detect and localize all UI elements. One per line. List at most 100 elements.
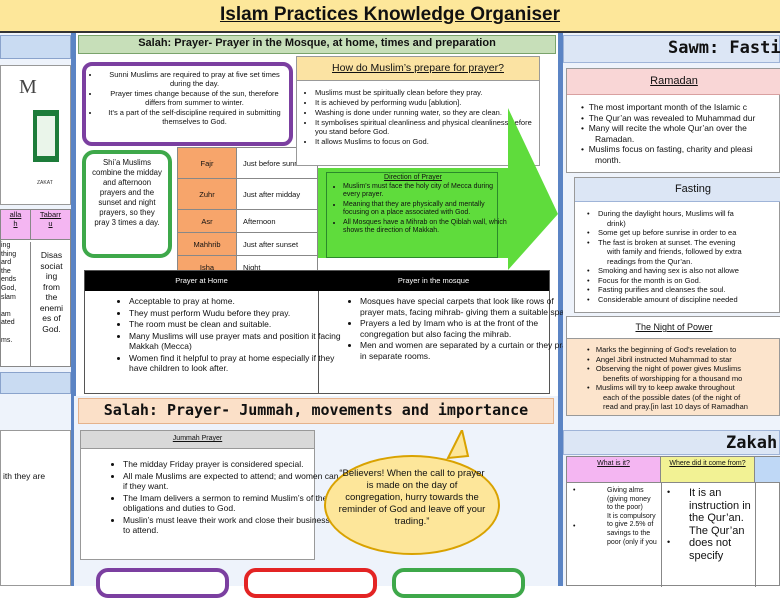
home-mosque-table: Prayer at Home Prayer in the mosque Acce… bbox=[84, 270, 575, 394]
sunni-list: Sunni Muslims are required to pray at fi… bbox=[86, 70, 289, 126]
night-line: • Marks the beginning of God’s revelatio… bbox=[587, 345, 737, 354]
how-prepare-box: How do Muslim’s prepare for prayer? Musl… bbox=[296, 56, 540, 166]
home-item: The room must be clean and suitable. bbox=[129, 319, 347, 330]
left-strip-header bbox=[0, 35, 71, 59]
zakah-bullet: • bbox=[667, 487, 671, 497]
how-prepare-list: Muslims must be spiritually clean before… bbox=[303, 88, 543, 147]
fasting-line: • Some get up before sunrise in order to… bbox=[587, 228, 737, 237]
jummah-list: The midday Friday prayer is considered s… bbox=[89, 459, 343, 537]
jummah-item: The Imam delivers a sermon to remind Mus… bbox=[123, 493, 343, 514]
fasting-line: • The fast is broken at sunset. The even… bbox=[587, 237, 736, 247]
ramadan-title-bar bbox=[567, 69, 780, 95]
direction-box: Direction of Prayer Muslim’s must face t… bbox=[326, 172, 507, 258]
fasting-title: Fasting bbox=[674, 183, 712, 195]
salah-prep-header-bar bbox=[78, 35, 556, 54]
left-col2-head: Tabarr u bbox=[31, 210, 70, 240]
mosque-list: Mosques have special carpets that look l… bbox=[326, 296, 578, 362]
prayer-time: Just after midday bbox=[236, 178, 318, 210]
green-box-bottom bbox=[392, 568, 525, 598]
sunni-box: Sunni Muslims are required to pray at fi… bbox=[82, 62, 293, 146]
left-col1-text: ing thing ard the ends God, slam am ated… bbox=[1, 242, 31, 366]
how-prepare-item: It is achieved by performing wudu [ablut… bbox=[315, 98, 543, 107]
night-line: read and pray.[in last 10 days of Ramadh… bbox=[603, 402, 748, 411]
quote-text: “Believers! When the call to prayer is m… bbox=[338, 468, 486, 527]
direction-title: Direction of Prayer bbox=[384, 174, 442, 181]
fasting-line: • Considerable amount of discipline need… bbox=[587, 294, 738, 304]
ramadan-line: • The most important month of the Islami… bbox=[581, 102, 747, 112]
jummah-subheader: Jummah Prayer bbox=[172, 435, 223, 442]
jummah-header-bar bbox=[78, 398, 554, 424]
sunni-item: It’s a part of the self-discipline requi… bbox=[100, 108, 289, 126]
quote-bubble bbox=[324, 455, 500, 555]
home-item: Women find it helpful to pray at home es… bbox=[129, 353, 347, 374]
letter-m: M bbox=[19, 76, 37, 98]
direction-item: Meaning that they are physically and men… bbox=[343, 201, 507, 218]
night-title-bar bbox=[567, 317, 780, 339]
zakah-bullet: • bbox=[573, 487, 576, 494]
night-line: • Observing the night of power gives Mus… bbox=[587, 364, 741, 373]
zakah-col2-head: Where did it come from? bbox=[661, 457, 755, 483]
ramadan-text: • The most important month of the Islami… bbox=[581, 102, 780, 165]
night-text: • Marks the beginning of God’s revelatio… bbox=[587, 345, 780, 412]
how-prepare-item: It allows Muslims to focus on God. bbox=[315, 137, 543, 146]
prayer-name: Fajr bbox=[177, 147, 237, 179]
fasting-line: • Focus for the month is on God. bbox=[587, 275, 701, 285]
prayer-name: Mahhrib bbox=[177, 232, 237, 256]
column-divider-right bbox=[558, 33, 563, 586]
zakat-image: M ZAKAT bbox=[0, 65, 71, 205]
fasting-line: with family and friends, followed by ext… bbox=[607, 247, 742, 256]
home-list: Acceptable to pray at home. They must pe… bbox=[93, 296, 347, 375]
zakah-bullet: • bbox=[667, 537, 671, 547]
sawm-header: Sawm: Fastin bbox=[668, 38, 780, 58]
jummah-header: Salah: Prayer- Jummah, movements and imp… bbox=[103, 401, 529, 419]
purple-box-bottom bbox=[96, 568, 229, 598]
left-bottom-box: ith they are bbox=[0, 430, 71, 586]
mosque-item: Mosques have special carpets that look l… bbox=[360, 296, 578, 317]
home-header: Prayer at Home bbox=[85, 271, 318, 291]
quote-tail-icon bbox=[446, 430, 470, 460]
how-prepare-item: It symbolises spiritual cleanliness and … bbox=[315, 118, 543, 136]
how-prepare-title-bar bbox=[297, 57, 539, 81]
fasting-text: • During the daylight hours, Muslims wil… bbox=[587, 209, 780, 304]
zakat-label: ZAKAT bbox=[37, 180, 53, 186]
jummah-subheader-bar bbox=[81, 431, 314, 449]
ramadan-line: • Muslims focus on fasting, charity and … bbox=[581, 144, 753, 154]
how-prepare-item: Muslims must be spiritually clean before… bbox=[315, 88, 543, 97]
fasting-line: • Smoking and having sex is also not all… bbox=[587, 266, 739, 275]
zakah-col1-text: Giving alms (giving money to the poor) I… bbox=[607, 487, 657, 546]
ramadan-box: Ramadan • The most important month of th… bbox=[566, 68, 780, 173]
zakah-divider-1 bbox=[661, 483, 662, 587]
how-prepare-item: Washing is done under running water, so … bbox=[315, 108, 543, 117]
zakah-header-bar bbox=[563, 430, 780, 455]
how-prepare-title: How do Muslim’s prepare for prayer? bbox=[332, 62, 504, 74]
direction-item: Muslim’s must face the holy city of Mecc… bbox=[343, 183, 507, 200]
ramadan-line: • The Qur’an was revealed to Muhammad du… bbox=[581, 112, 756, 123]
prayer-name: Zuhr bbox=[177, 178, 237, 210]
fasting-title-bar bbox=[575, 178, 780, 202]
zakah-divider-2 bbox=[755, 483, 756, 587]
night-of-power-box: The Night of Power • Marks the beginning… bbox=[566, 316, 780, 416]
left-col1-head: alla h bbox=[1, 210, 31, 240]
ramadan-line: Ramadan. bbox=[595, 133, 635, 144]
left-strip-header-2 bbox=[0, 372, 71, 394]
jummah-box: Jummah Prayer The midday Friday prayer i… bbox=[80, 430, 339, 560]
zakah-col3-head bbox=[755, 457, 780, 483]
jummah-item: Muslin’s must leave their work and close… bbox=[123, 515, 343, 536]
ramadan-line: • Many will recite the whole Qur’an over… bbox=[581, 123, 747, 133]
direction-item: All Mosques have a Mihrab on the Qiblah … bbox=[343, 219, 507, 236]
fasting-line: drink) bbox=[607, 218, 626, 228]
direction-list: Muslim’s must face the holy city of Mecc… bbox=[331, 183, 507, 236]
sunni-item: Prayer times change because of the sun, … bbox=[100, 89, 289, 107]
prayer-time: Just after sunset bbox=[236, 232, 318, 256]
sawm-header-bar bbox=[563, 35, 780, 63]
zakat-pillar-icon bbox=[33, 110, 59, 162]
prayer-name: Asr bbox=[177, 209, 237, 233]
mosque-item: Prayers a led by Imam who is at the fron… bbox=[360, 318, 578, 339]
zakah-header: Zakah bbox=[726, 433, 778, 453]
night-title: The Night of Power bbox=[635, 322, 713, 332]
zakah-bullet: • bbox=[573, 523, 576, 530]
fasting-line: • During the daylight hours, Muslims wil… bbox=[587, 209, 734, 218]
